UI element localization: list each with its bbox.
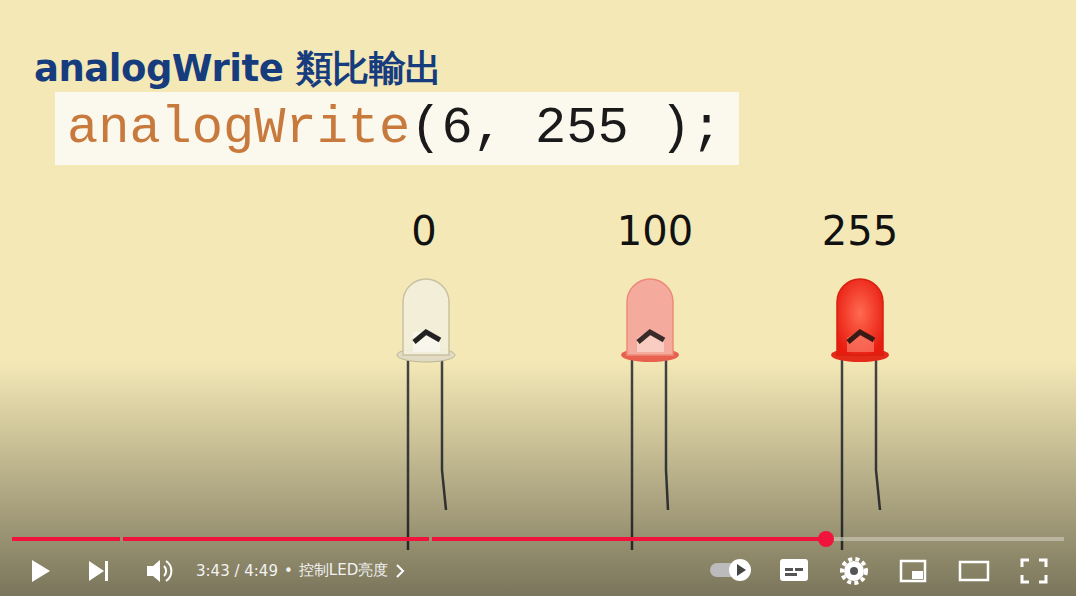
code-box: analogWrite(6, 255 ); (55, 92, 739, 165)
slide-title: analogWrite 類比輸出 (34, 44, 442, 94)
value-label: 100 (617, 208, 693, 254)
progress-bar (12, 531, 1064, 547)
value-label: 0 (411, 208, 436, 254)
time-display: 3:43 / 4:49 (196, 562, 278, 580)
value-label: 255 (822, 208, 898, 254)
player-time-row: 3:43 / 4:49 • 控制LED亮度 (196, 561, 388, 580)
player-shade (0, 360, 1076, 596)
player-settings (710, 559, 1046, 583)
separator-dot: • (284, 562, 293, 580)
chapter-title: 控制LED亮度 (299, 561, 388, 580)
player-controls (32, 560, 403, 582)
function-name: analogWrite (67, 103, 410, 155)
function-args: (6, 255 ); (410, 103, 722, 155)
